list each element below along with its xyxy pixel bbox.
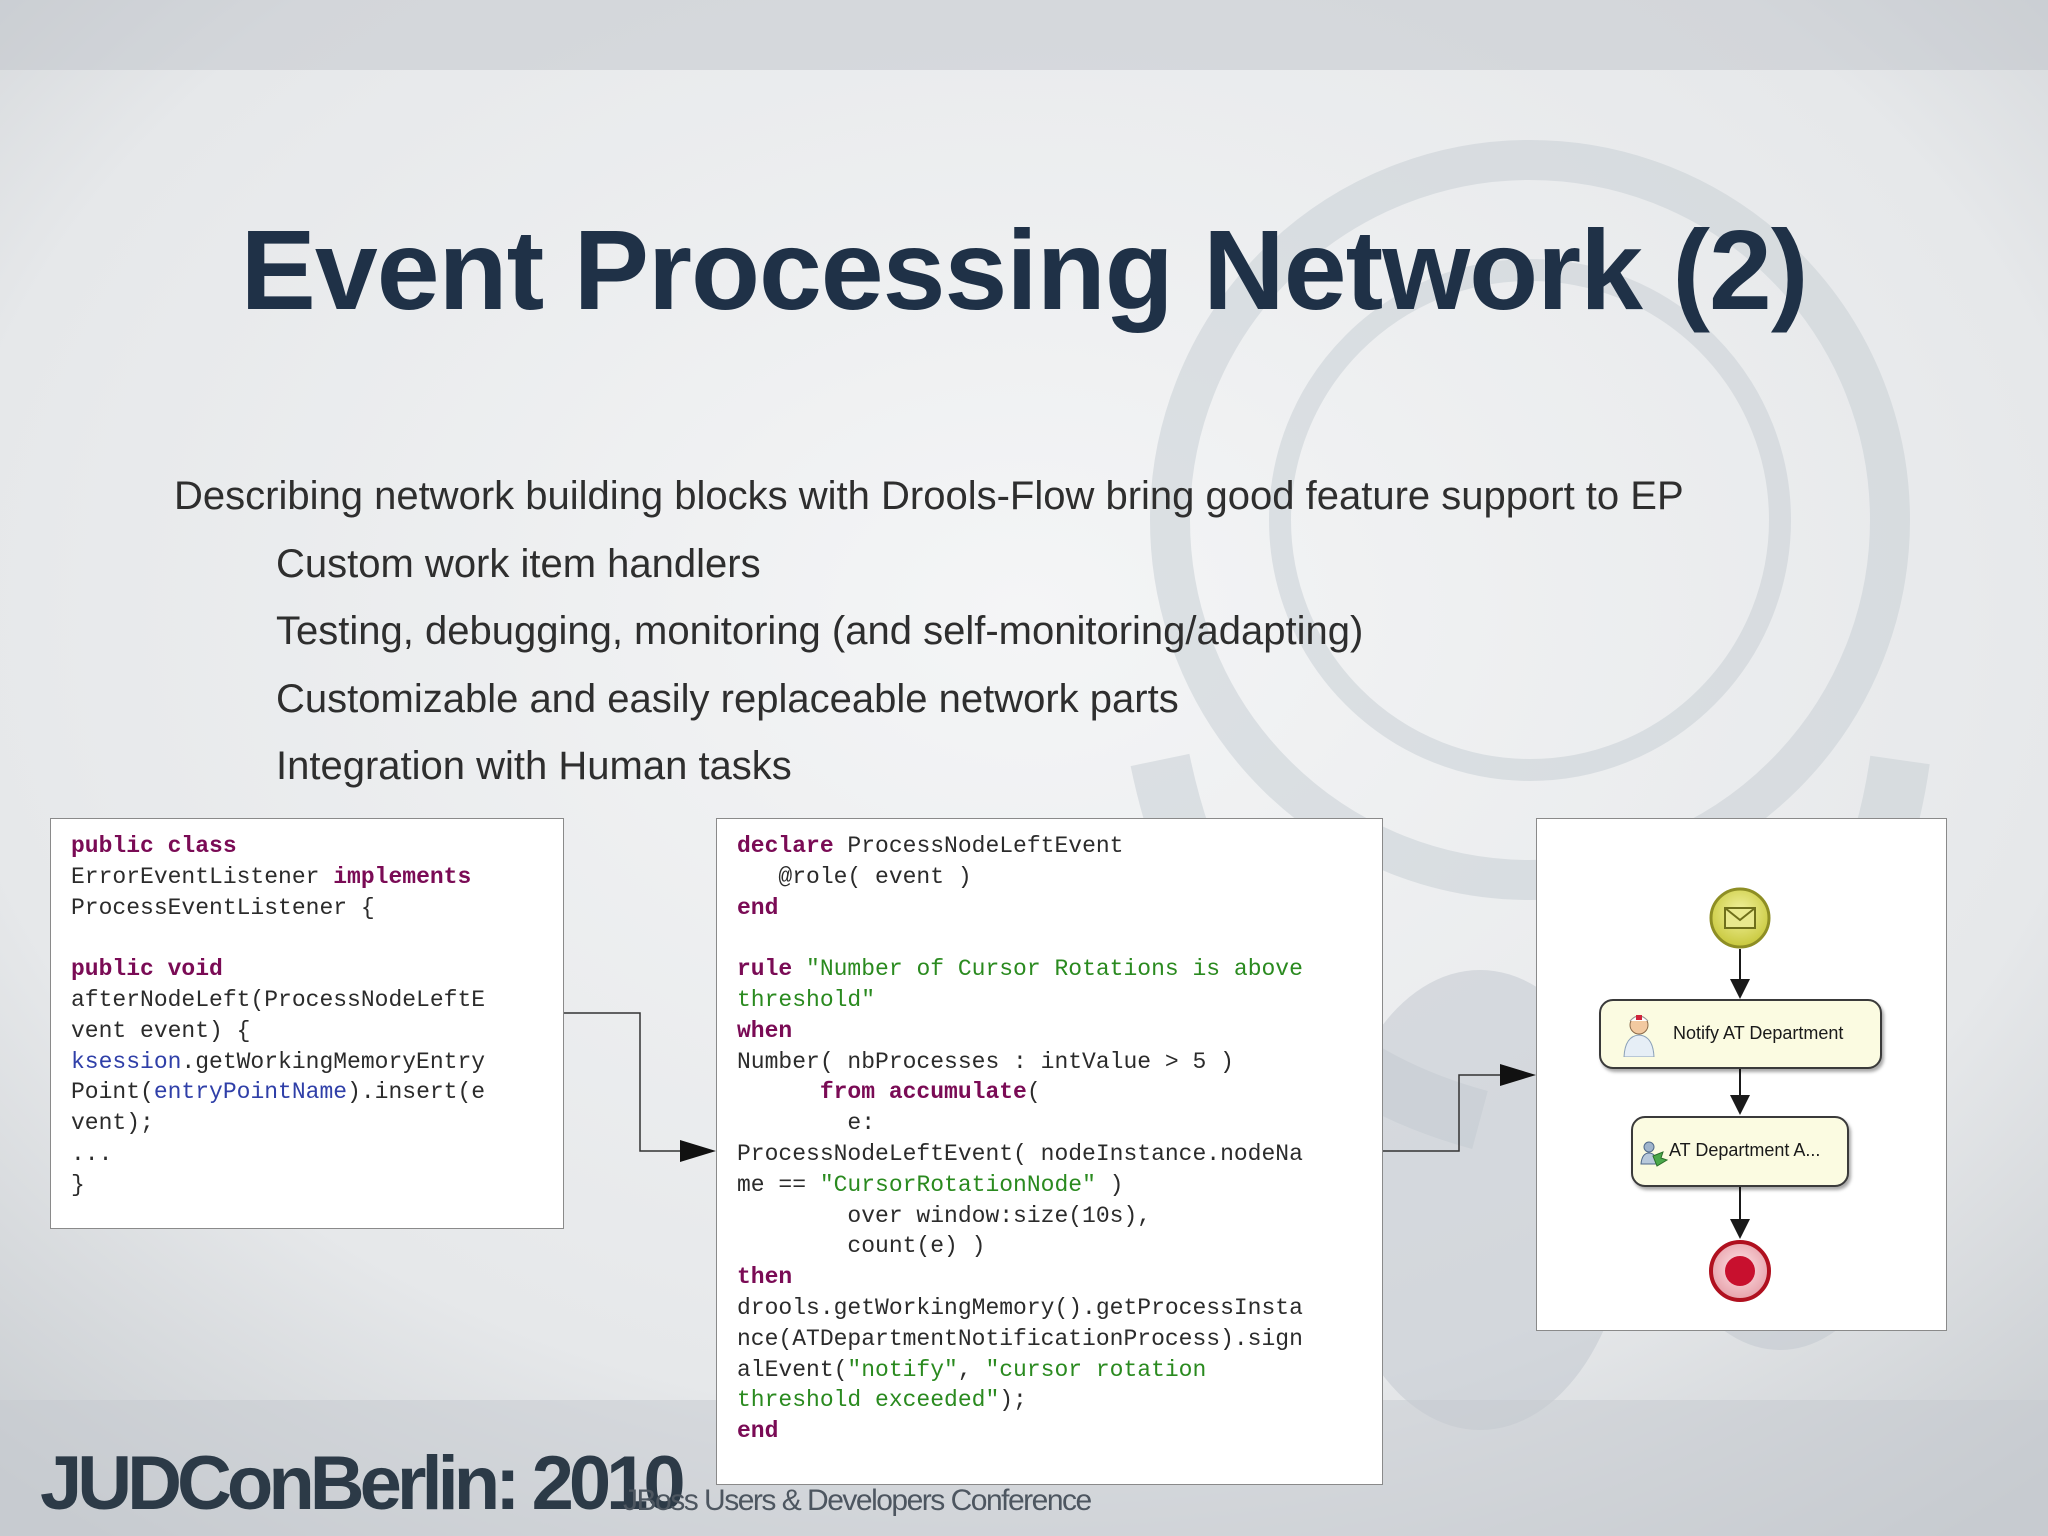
code-line: Point(	[71, 1079, 154, 1106]
task-notify-at-department[interactable]: Notify AT Department	[1599, 999, 1882, 1069]
code-keyword: when	[737, 1017, 793, 1044]
code-line: ).insert(e	[347, 1079, 486, 1106]
code-line: alEvent(	[737, 1356, 848, 1383]
code-keyword: public void	[71, 956, 223, 983]
code-line: vent event) {	[71, 1017, 251, 1044]
code-line: );	[999, 1387, 1027, 1414]
bullet-sub-4: Integration with Human tasks	[276, 744, 792, 788]
code-line: drools.getWorkingMemory().getProcessInst…	[737, 1294, 1303, 1321]
code-keyword: declare	[737, 833, 834, 859]
code-string: "notify"	[847, 1356, 958, 1383]
start-event-icon	[1709, 887, 1771, 949]
bullet-sub-2: Testing, debugging, monitoring (and self…	[276, 609, 1364, 653]
bullet-sub-3: Customizable and easily replaceable netw…	[276, 677, 1179, 721]
code-line: (	[1026, 1079, 1041, 1106]
code-string: "Number of Cursor Rotations is above	[792, 956, 1303, 983]
code-line: ProcessNodeLeftEvent	[833, 833, 1124, 859]
code-keyword: public class	[71, 833, 237, 859]
code-field: ksession	[71, 1048, 182, 1075]
human-task-icon	[1623, 1015, 1655, 1057]
code-line: me ==	[737, 1171, 820, 1198]
code-line: ,	[957, 1356, 986, 1383]
conference-subtitle: JBoss Users & Developers Conference	[623, 1484, 1092, 1517]
code-line: )	[1095, 1171, 1124, 1198]
code-field: entryPointName	[153, 1079, 348, 1106]
task-label: AT Department A...	[1669, 1140, 1821, 1160]
code-line: ProcessNodeLeftEvent( nodeInstance.nodeN…	[737, 1140, 1303, 1167]
code-line: ...	[71, 1140, 113, 1167]
drl-code: declare ProcessNodeLeftEvent @role( even…	[737, 831, 1303, 1447]
code-keyword: end	[737, 894, 779, 921]
code-keyword: end	[737, 1418, 779, 1445]
bullet-sub-1: Custom work item handlers	[276, 542, 761, 586]
group-task-icon	[1640, 1141, 1669, 1167]
slide-title: Event Processing Network (2)	[240, 207, 1808, 333]
flow-connectors	[1709, 887, 1771, 1302]
java-code-box: public class ErrorEventListener implemen…	[50, 818, 564, 1229]
bullet-main: Describing network building blocks with …	[174, 474, 1684, 518]
process-flow-diagram: Notify AT Department AT Department A...	[1536, 818, 1947, 1331]
drl-code-box: declare ProcessNodeLeftEvent @role( even…	[716, 818, 1383, 1485]
code-string: "CursorRotationNode"	[819, 1171, 1096, 1198]
code-string: threshold exceeded"	[737, 1387, 1000, 1414]
code-line: ProcessEventListener {	[71, 894, 375, 921]
code-line: vent);	[71, 1110, 154, 1137]
code-line: ErrorEventListener	[71, 863, 334, 890]
code-line: Number( nbProcesses : intValue > 5 )	[737, 1048, 1234, 1075]
code-keyword: from accumulate	[737, 1079, 1027, 1106]
conference-logo: JUDConBerlin: 2010	[40, 1441, 686, 1526]
code-string: "cursor rotation	[985, 1356, 1207, 1383]
code-line: over window:size(10s),	[737, 1202, 1152, 1229]
code-line: nce(ATDepartmentNotificationProcess).sig…	[737, 1325, 1303, 1352]
code-line: count(e) )	[737, 1233, 986, 1260]
code-keyword: rule	[737, 956, 793, 983]
code-line: e:	[737, 1110, 876, 1137]
end-event-icon	[1709, 1240, 1771, 1302]
code-keyword: then	[737, 1264, 793, 1291]
code-line: .getWorkingMemoryEntry	[181, 1048, 486, 1075]
java-code: public class ErrorEventListener implemen…	[71, 831, 485, 1201]
code-line: afterNodeLeft(ProcessNodeLeftE	[71, 986, 486, 1013]
code-string: threshold"	[737, 986, 876, 1013]
code-line: }	[71, 1171, 85, 1198]
task-label: Notify AT Department	[1673, 1023, 1844, 1043]
task-at-department[interactable]: AT Department A...	[1631, 1116, 1849, 1187]
code-keyword: implements	[333, 863, 472, 890]
code-line: @role( event )	[737, 863, 972, 890]
